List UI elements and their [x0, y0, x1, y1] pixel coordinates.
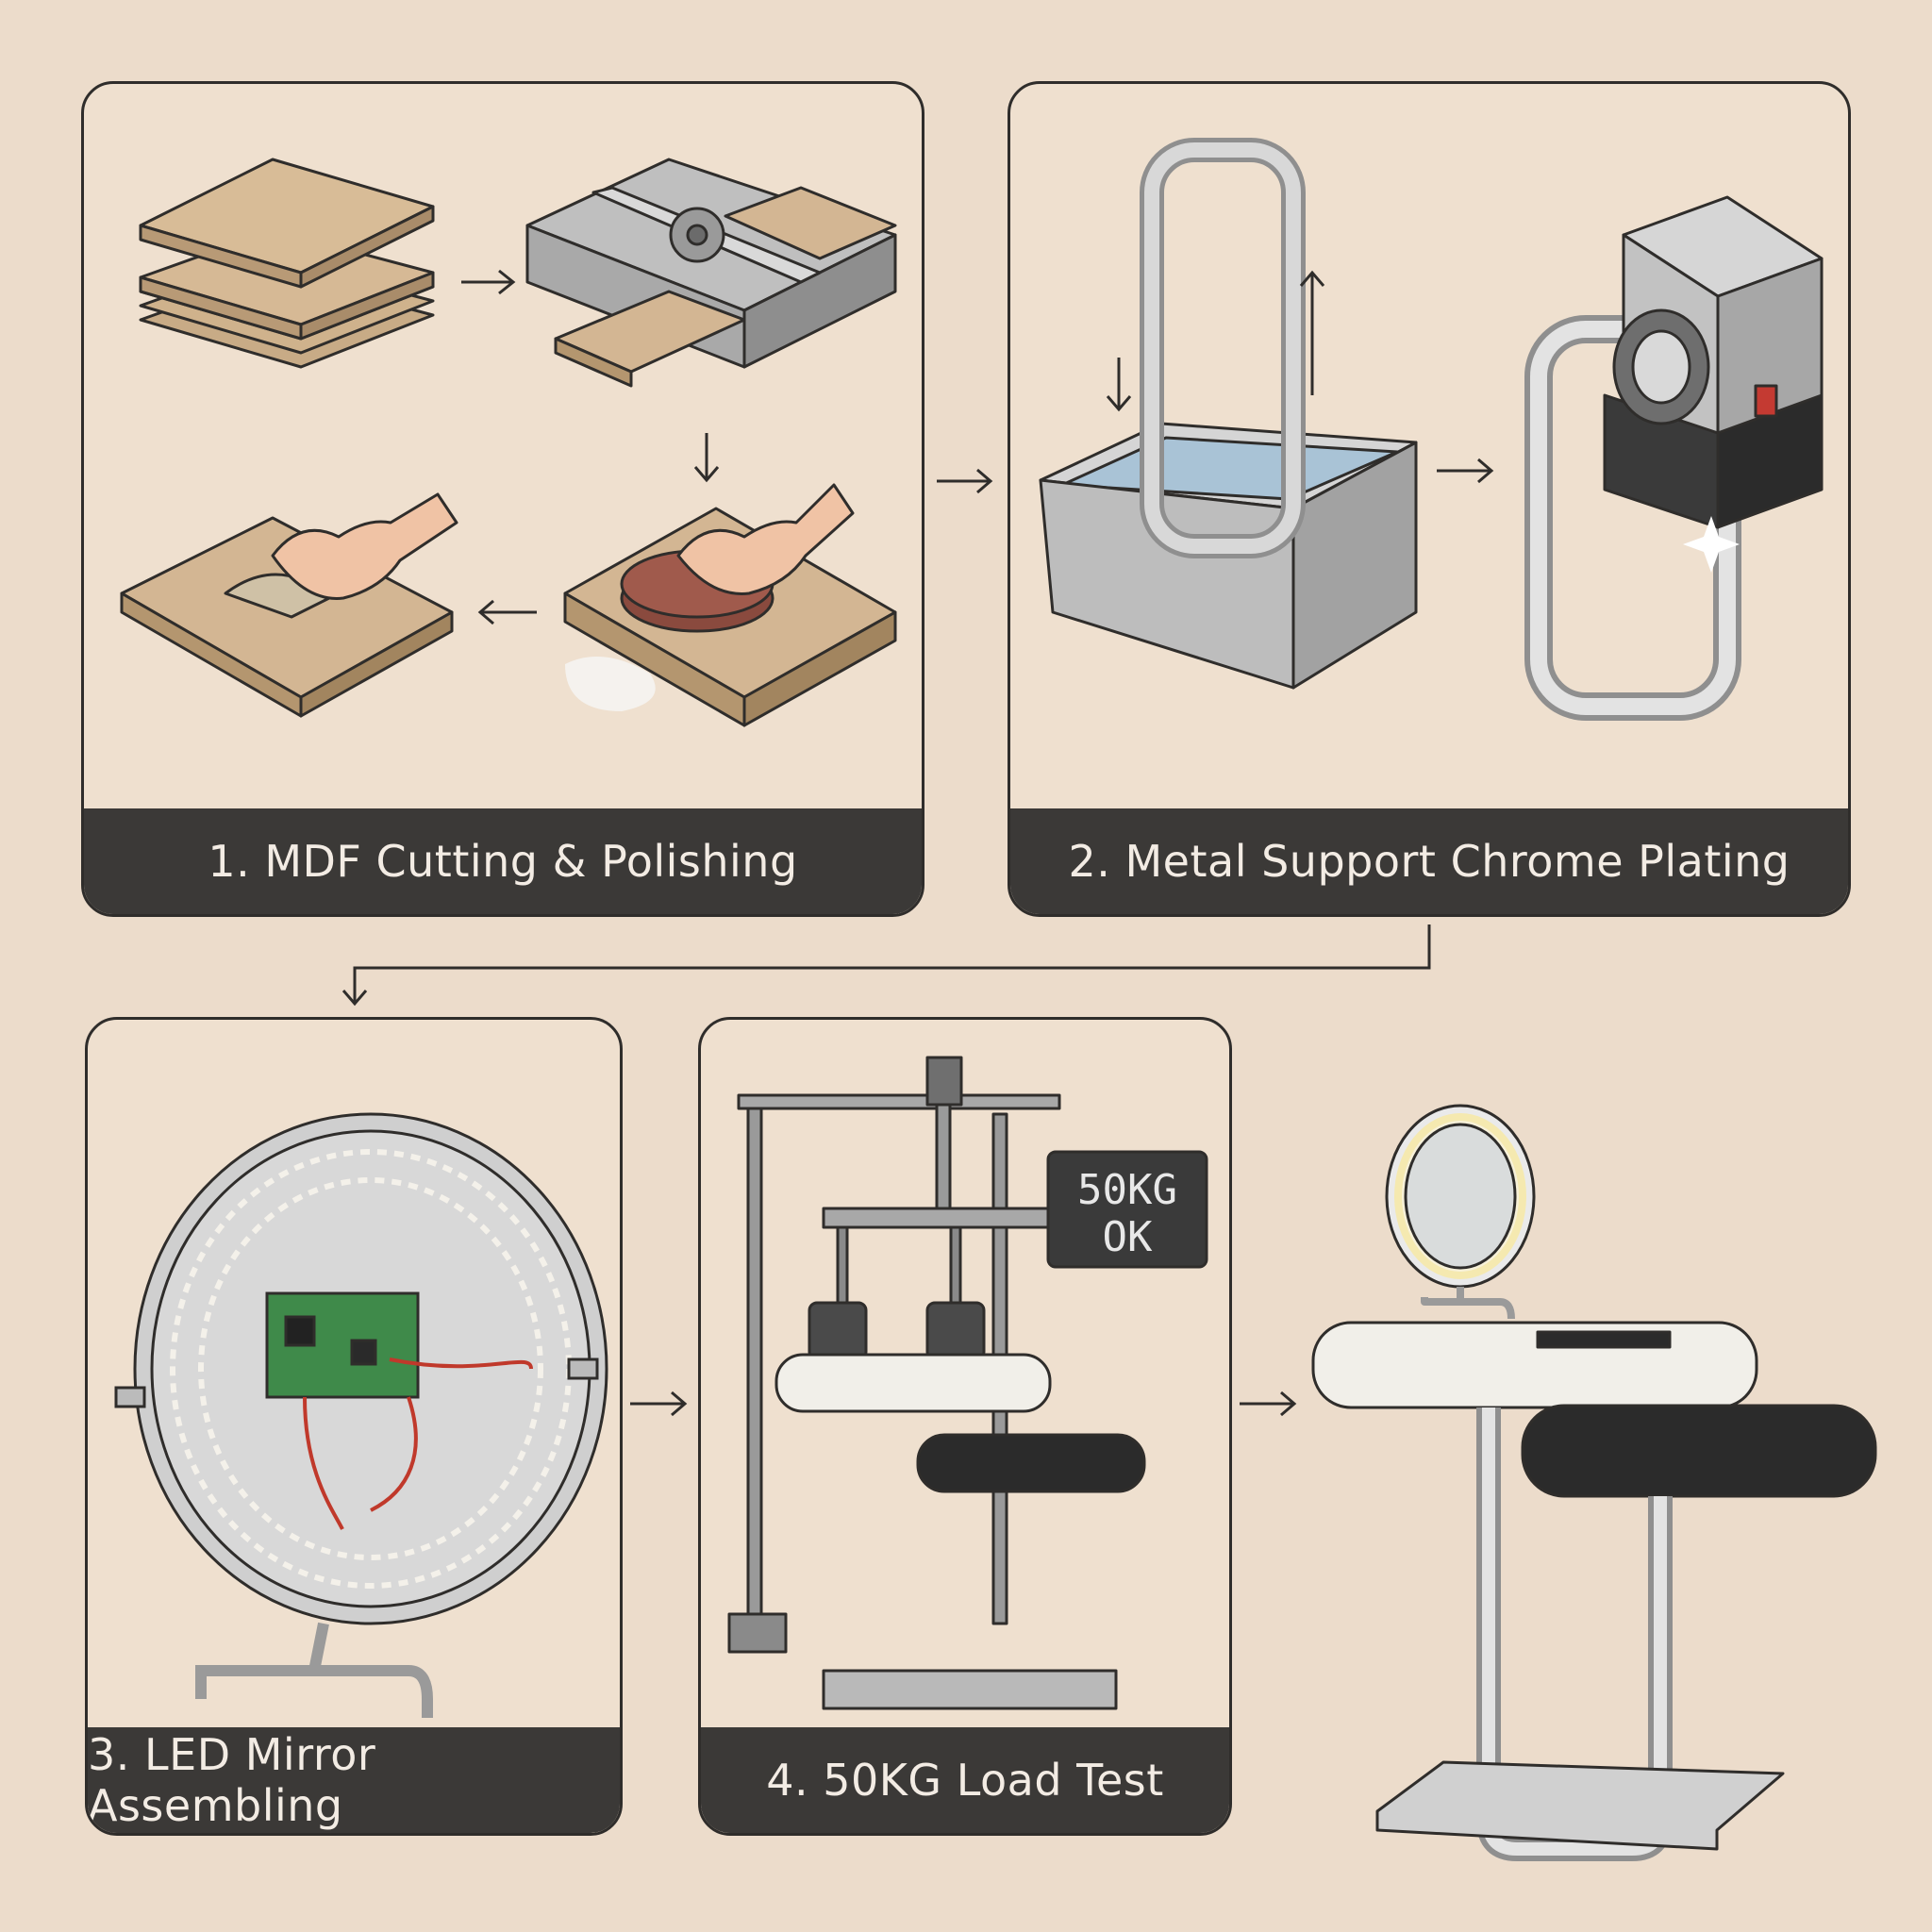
- polishing-pad-icon: [563, 483, 897, 727]
- load-press-icon: [727, 1056, 1146, 1710]
- mdf-cutting-illustration: [120, 158, 897, 727]
- buffing-machine-icon: [1603, 195, 1824, 529]
- step-2-caption: 2. Metal Support Chrome Plating: [1010, 808, 1848, 914]
- sparkle-icon: [1683, 516, 1740, 573]
- step-3-panel: 3. LED Mirror Assembling: [85, 1017, 623, 1836]
- flow-arrows: [461, 269, 720, 625]
- load-display-status: OK: [1103, 1213, 1153, 1261]
- chrome-frame-icon: [1140, 138, 1306, 558]
- mdf-stack-icon: [139, 158, 435, 369]
- step-4-caption: 4. 50KG Load Test: [701, 1727, 1229, 1833]
- step-3-caption: 3. LED Mirror Assembling: [88, 1727, 620, 1833]
- load-display: [1046, 1150, 1208, 1269]
- step-4-panel: 50KG OK 4. 50KG Load Test: [698, 1017, 1232, 1836]
- step-1-caption: 1. MDF Cutting & Polishing: [84, 808, 922, 914]
- sanding-hand-icon: [120, 492, 458, 718]
- chrome-plating-illustration: [1039, 138, 1824, 721]
- table-saw-icon: [525, 158, 897, 388]
- step-2-panel: 2. Metal Support Chrome Plating: [1008, 81, 1851, 917]
- load-test-illustration: 50KG OK: [727, 1056, 1208, 1710]
- led-mirror-icon: [114, 1112, 608, 1718]
- step-1-panel: 1. MDF Cutting & Polishing: [81, 81, 924, 917]
- load-display-value: 50KG: [1077, 1166, 1177, 1214]
- led-mirror-illustration: [114, 1112, 608, 1718]
